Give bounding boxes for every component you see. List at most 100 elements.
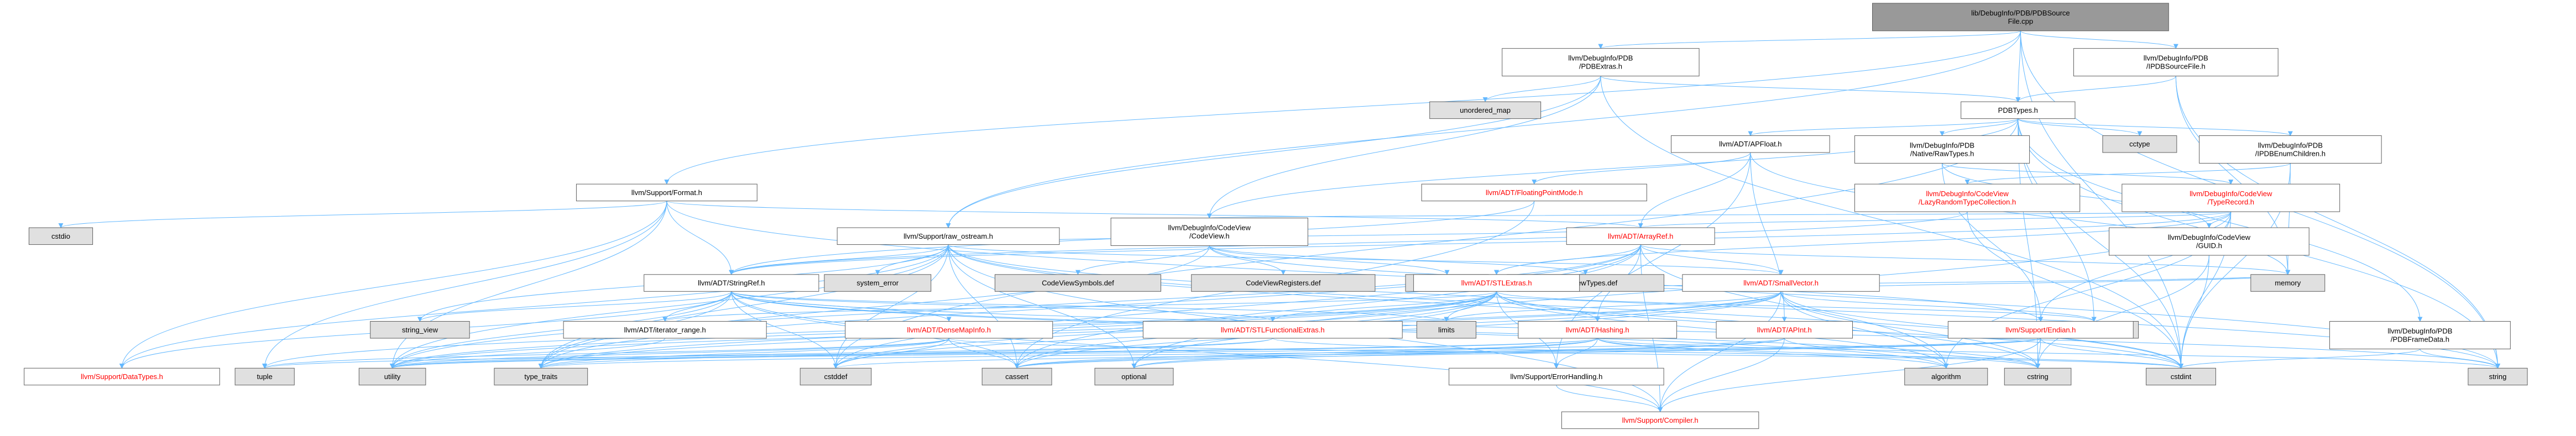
- node-cvregisters[interactable]: CodeViewRegisters.def: [1191, 274, 1376, 292]
- node-box[interactable]: [24, 367, 220, 386]
- node-box[interactable]: [644, 274, 819, 292]
- node-box[interactable]: [2109, 227, 2309, 256]
- node-stlfunctional[interactable]: llvm/ADT/STLFunctionalExtras.h: [1142, 321, 1403, 339]
- node-apfloat[interactable]: llvm/ADT/APFloat.h: [1671, 135, 1830, 153]
- node-datatypes[interactable]: llvm/Support/DataTypes.h: [24, 367, 220, 386]
- node-pdbframedata[interactable]: llvm/DebugInfo/PDB/PDBFrameData.h: [2329, 321, 2511, 349]
- node-root[interactable]: lib/DebugInfo/PDB/PDBSourceFile.cpp: [1872, 3, 2169, 31]
- node-pdbtypes[interactable]: PDBTypes.h: [1961, 101, 2076, 119]
- node-box[interactable]: [1110, 218, 1308, 246]
- node-box[interactable]: [1566, 227, 1715, 245]
- node-type-traits[interactable]: type_traits: [494, 367, 588, 386]
- node-box[interactable]: [995, 274, 1162, 292]
- node-box[interactable]: [2004, 367, 2072, 386]
- node-box[interactable]: [563, 321, 767, 339]
- node-box[interactable]: [2102, 135, 2177, 153]
- node-cstring[interactable]: cstring: [2004, 367, 2072, 386]
- node-box[interactable]: [1961, 101, 2076, 119]
- node-box[interactable]: [1682, 274, 1880, 292]
- edge-endian-to-type-traits: [539, 338, 2041, 369]
- node-box[interactable]: [1191, 274, 1376, 292]
- node-box[interactable]: [2468, 367, 2528, 386]
- node-label: /IPDBSourceFile.h: [2146, 62, 2206, 71]
- node-box[interactable]: [2329, 321, 2511, 349]
- node-box[interactable]: [1449, 367, 1664, 386]
- node-rawtypes[interactable]: llvm/DebugInfo/PDB/Native/RawTypes.h: [1854, 135, 2030, 164]
- node-errorhandling[interactable]: llvm/Support/ErrorHandling.h: [1449, 367, 1664, 386]
- node-box[interactable]: [1854, 135, 2030, 164]
- node-box[interactable]: [1413, 274, 1580, 292]
- node-memory[interactable]: memory: [2250, 274, 2326, 292]
- node-ipdbenum[interactable]: llvm/DebugInfo/PDB/IPDBEnumChildren.h: [2199, 135, 2382, 164]
- node-label: llvm/ADT/SmallVector.h: [1743, 279, 1819, 287]
- node-box[interactable]: [1904, 367, 1988, 386]
- node-box[interactable]: [1502, 48, 1700, 77]
- node-format[interactable]: llvm/Support/Format.h: [576, 183, 757, 202]
- node-box[interactable]: [2073, 48, 2279, 77]
- node-box[interactable]: [800, 367, 872, 386]
- node-box[interactable]: [1416, 321, 1477, 339]
- node-hashing[interactable]: llvm/ADT/Hashing.h: [1518, 321, 1678, 339]
- node-box[interactable]: [1421, 183, 1647, 202]
- node-arrayref[interactable]: llvm/ADT/ArrayRef.h: [1566, 227, 1715, 245]
- node-box[interactable]: [1518, 321, 1678, 339]
- node-box[interactable]: [1947, 321, 2134, 339]
- node-box[interactable]: [837, 227, 1060, 245]
- node-box[interactable]: [2199, 135, 2382, 164]
- node-system-error[interactable]: system_error: [824, 274, 932, 292]
- node-ipdbsource[interactable]: llvm/DebugInfo/PDB/IPDBSourceFile.h: [2073, 48, 2279, 77]
- node-cstdio[interactable]: cstdio: [28, 227, 93, 245]
- node-box[interactable]: [234, 367, 295, 386]
- node-cvsymbols[interactable]: CodeViewSymbols.def: [995, 274, 1162, 292]
- node-string-view[interactable]: string_view: [370, 321, 470, 339]
- node-box[interactable]: [370, 321, 470, 339]
- node-cstdint[interactable]: cstdint: [2146, 367, 2216, 386]
- node-unordered-map[interactable]: unordered_map: [1429, 101, 1542, 119]
- node-cassert[interactable]: cassert: [981, 367, 1052, 386]
- node-label: llvm/DebugInfo/PDB: [1910, 141, 1974, 149]
- node-endian[interactable]: llvm/Support/Endian.h: [1947, 321, 2134, 339]
- node-box[interactable]: [576, 183, 757, 202]
- node-box[interactable]: [1429, 101, 1542, 119]
- node-codeview[interactable]: llvm/DebugInfo/CodeView/CodeView.h: [1110, 218, 1308, 246]
- node-tuple[interactable]: tuple: [234, 367, 295, 386]
- node-optional[interactable]: optional: [1094, 367, 1174, 386]
- node-box[interactable]: [28, 227, 93, 245]
- node-pdbextras[interactable]: llvm/DebugInfo/PDB/PDBExtras.h: [1502, 48, 1700, 77]
- node-cstddef[interactable]: cstddef: [800, 367, 872, 386]
- node-box[interactable]: [2122, 183, 2340, 212]
- node-limits[interactable]: limits: [1416, 321, 1477, 339]
- node-box[interactable]: [1142, 321, 1403, 339]
- edge-codeview-to-cvsymbols: [1075, 245, 1210, 275]
- node-box[interactable]: [824, 274, 932, 292]
- node-floatmode[interactable]: llvm/ADT/FloatingPointMode.h: [1421, 183, 1647, 202]
- node-rawostream[interactable]: llvm/Support/raw_ostream.h: [837, 227, 1060, 245]
- node-utility[interactable]: utility: [358, 367, 426, 386]
- node-box[interactable]: [2250, 274, 2326, 292]
- node-apint[interactable]: llvm/ADT/APInt.h: [1716, 321, 1853, 339]
- node-smallvector[interactable]: llvm/ADT/SmallVector.h: [1682, 274, 1880, 292]
- node-guid[interactable]: llvm/DebugInfo/CodeView/GUID.h: [2109, 227, 2309, 256]
- node-typerecord[interactable]: llvm/DebugInfo/CodeView/TypeRecord.h: [2122, 183, 2340, 212]
- node-lazyrandom[interactable]: llvm/DebugInfo/CodeView/LazyRandomTypeCo…: [1854, 183, 2081, 212]
- node-compiler[interactable]: llvm/Support/Compiler.h: [1561, 411, 1759, 429]
- node-string[interactable]: string: [2468, 367, 2528, 386]
- node-box[interactable]: [2146, 367, 2216, 386]
- node-box[interactable]: [494, 367, 588, 386]
- node-cctype[interactable]: cctype: [2102, 135, 2177, 153]
- node-stlextras[interactable]: llvm/ADT/STLExtras.h: [1413, 274, 1580, 292]
- node-box[interactable]: [1094, 367, 1174, 386]
- node-box[interactable]: [845, 321, 1053, 339]
- node-box[interactable]: [1671, 135, 1830, 153]
- node-box[interactable]: [1716, 321, 1853, 339]
- node-box[interactable]: [1854, 183, 2081, 212]
- node-box[interactable]: [1872, 3, 2169, 31]
- node-iterrange[interactable]: llvm/ADT/iterator_range.h: [563, 321, 767, 339]
- node-densemapinfo[interactable]: llvm/ADT/DenseMapInfo.h: [845, 321, 1053, 339]
- node-algorithm[interactable]: algorithm: [1904, 367, 1988, 386]
- node-box[interactable]: [358, 367, 426, 386]
- node-stringref[interactable]: llvm/ADT/StringRef.h: [644, 274, 819, 292]
- edge-errorhandling-to-compiler: [1556, 385, 1663, 413]
- node-box[interactable]: [981, 367, 1052, 386]
- node-box[interactable]: [1561, 411, 1759, 429]
